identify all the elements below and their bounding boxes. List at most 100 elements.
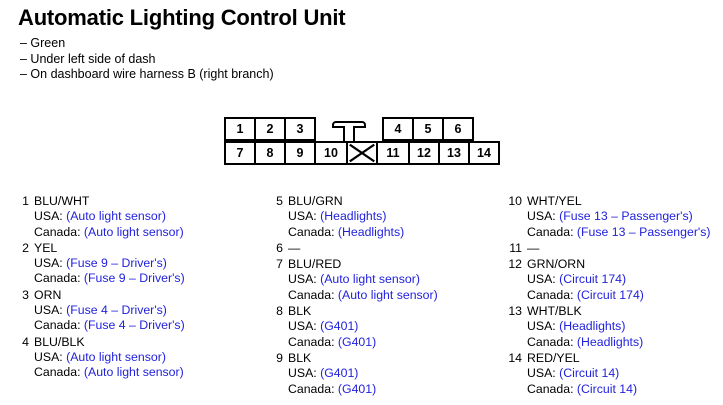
x-cross-icon xyxy=(349,143,375,163)
pin-canada-row: Canada: (G401) xyxy=(266,335,506,350)
pin-number: 1 xyxy=(22,194,29,208)
canada-label: Canada: xyxy=(527,287,574,302)
connector-pin-cell: 14 xyxy=(468,141,500,165)
pin-entry: 7 BLU/RED USA: (Auto light sensor) Canad… xyxy=(266,257,506,303)
pin-header: 6 — xyxy=(266,241,506,256)
pin-entry: 10 WHT/YEL USA: (Fuse 13 – Passenger's) … xyxy=(505,194,723,240)
usa-label: USA: xyxy=(527,366,556,381)
pin-canada-value: (Fuse 13 – Passenger's) xyxy=(576,224,711,239)
pin-number: 2 xyxy=(22,240,29,255)
usa-label: USA: xyxy=(34,303,63,318)
pin-wire-color: BLU/RED xyxy=(288,257,342,272)
pin-wire-color: GRN/ORN xyxy=(527,257,586,272)
pin-usa-value: (Headlights) xyxy=(320,209,387,224)
pin-canada-value: (Circuit 174) xyxy=(576,287,644,302)
pin-canada-value: (Circuit 14) xyxy=(576,381,638,396)
canada-label: Canada: xyxy=(288,334,335,349)
pin-canada-value: (G401) xyxy=(337,334,377,349)
location-notes: – Green – Under left side of dash – On d… xyxy=(20,36,274,83)
pin-canada-row: Canada: (Auto light sensor) xyxy=(12,365,257,380)
canada-label: Canada: xyxy=(34,318,81,333)
pin-usa-row: USA: (Headlights) xyxy=(505,319,723,334)
connector-pin-cell: 3 xyxy=(284,117,316,141)
pin-canada-row: Canada: (G401) xyxy=(266,382,506,397)
pin-usa-value: (G401) xyxy=(320,366,359,381)
pin-usa-value: (Fuse 9 – Driver's) xyxy=(66,256,167,271)
pin-entry: 2 YEL USA: (Fuse 9 – Driver's) Canada: (… xyxy=(12,241,257,287)
page-title: Automatic Lighting Control Unit xyxy=(18,5,346,30)
pin-canada-row: Canada: (Headlights) xyxy=(266,225,506,240)
pin-usa-row: USA: (Auto light sensor) xyxy=(266,272,506,287)
pin-canada-value: (Auto light sensor) xyxy=(83,224,184,239)
pin-usa-value: (Auto light sensor) xyxy=(66,209,166,224)
pin-canada-row: Canada: (Fuse 4 – Driver's) xyxy=(12,318,257,333)
pin-header: 9 BLK xyxy=(266,351,506,366)
pin-header: 1 BLU/WHT xyxy=(12,194,257,209)
canada-label: Canada: xyxy=(34,271,81,286)
usa-label: USA: xyxy=(34,349,63,364)
usa-label: USA: xyxy=(288,272,317,287)
pin-wire-color: WHT/YEL xyxy=(527,194,582,208)
pin-canada-value: (G401) xyxy=(337,381,377,396)
canada-label: Canada: xyxy=(34,224,81,239)
pin-usa-row: USA: (Fuse 13 – Passenger's) xyxy=(505,209,723,224)
pin-usa-row: USA: (Auto light sensor) xyxy=(12,350,257,365)
pin-usa-row: USA: (Fuse 9 – Driver's) xyxy=(12,256,257,271)
pin-entry: 6 — xyxy=(266,241,506,256)
pin-header: 10 WHT/YEL xyxy=(505,194,723,209)
pin-wire-color: BLK xyxy=(288,350,312,365)
pin-number: 12 xyxy=(508,257,522,272)
pin-entry: 5 BLU/GRN USA: (Headlights) Canada: (Hea… xyxy=(266,194,506,240)
pin-canada-row: Canada: (Circuit 174) xyxy=(505,288,723,303)
usa-label: USA: xyxy=(288,366,317,381)
pin-canada-value: (Fuse 4 – Driver's) xyxy=(83,318,185,333)
connector-pin-cell: 10 xyxy=(314,141,348,165)
connector-pin-cell: 9 xyxy=(284,141,316,165)
connector-bottom-row: 7 8 9 10 11 12 13 14 xyxy=(224,141,500,165)
pin-usa-value: (Circuit 174) xyxy=(559,272,627,287)
canada-label: Canada: xyxy=(527,381,574,396)
pin-wire-color: BLK xyxy=(288,304,312,319)
pin-column-3: 10 WHT/YEL USA: (Fuse 13 – Passenger's) … xyxy=(505,194,723,398)
connector-pin-cell: 6 xyxy=(442,117,474,141)
connector-center-gap xyxy=(314,117,384,141)
note-line: – Under left side of dash xyxy=(20,51,156,66)
pin-usa-row: USA: (Circuit 174) xyxy=(505,272,723,287)
pin-header: 3 ORN xyxy=(12,288,257,303)
pin-entry: 1 BLU/WHT USA: (Auto light sensor) Canad… xyxy=(12,194,257,240)
note-line: – Green xyxy=(20,36,66,50)
connector-pin-cell: 8 xyxy=(254,141,286,165)
pin-entry: 12 GRN/ORN USA: (Circuit 174) Canada: (C… xyxy=(505,257,723,303)
canada-label: Canada: xyxy=(288,381,335,396)
pin-header: 5 BLU/GRN xyxy=(266,194,506,209)
pin-canada-row: Canada: (Auto light sensor) xyxy=(266,288,506,303)
pin-usa-row: USA: (G401) xyxy=(266,319,506,334)
connector-pin-cell: 2 xyxy=(254,117,286,141)
pin-number: 6 xyxy=(276,240,283,255)
pin-number: 7 xyxy=(276,257,283,272)
pin-canada-row: Canada: (Headlights) xyxy=(505,335,723,350)
usa-label: USA: xyxy=(288,209,317,224)
pin-wire-color: — xyxy=(288,240,301,255)
pin-entry: 9 BLK USA: (G401) Canada: (G401) xyxy=(266,351,506,397)
pin-wire-color: ORN xyxy=(34,287,62,302)
usa-label: USA: xyxy=(527,272,556,287)
connector-pin-cell: 5 xyxy=(412,117,444,141)
pin-number: 13 xyxy=(508,304,522,319)
pin-number: 8 xyxy=(276,304,283,319)
connector-top-row: 1 2 3 4 5 6 xyxy=(224,117,474,141)
pin-header: 13 WHT/BLK xyxy=(505,304,723,319)
note-line: – On dashboard wire harness B (right bra… xyxy=(20,67,274,81)
pin-header: 7 BLU/RED xyxy=(266,257,506,272)
pin-number: 14 xyxy=(508,350,522,365)
pin-number: 9 xyxy=(276,350,283,365)
pin-usa-value: (Auto light sensor) xyxy=(66,349,166,364)
latch-stem xyxy=(343,126,355,141)
pin-usa-value: (Auto light sensor) xyxy=(320,272,420,287)
connector-pin-cell: 13 xyxy=(438,141,470,165)
pin-canada-row: Canada: (Auto light sensor) xyxy=(12,225,257,240)
connector-pin-cell: 1 xyxy=(224,117,256,141)
pin-entry: 11 — xyxy=(505,241,723,256)
pin-canada-value: (Headlights) xyxy=(337,224,405,239)
pin-canada-value: (Fuse 9 – Driver's) xyxy=(83,271,185,286)
